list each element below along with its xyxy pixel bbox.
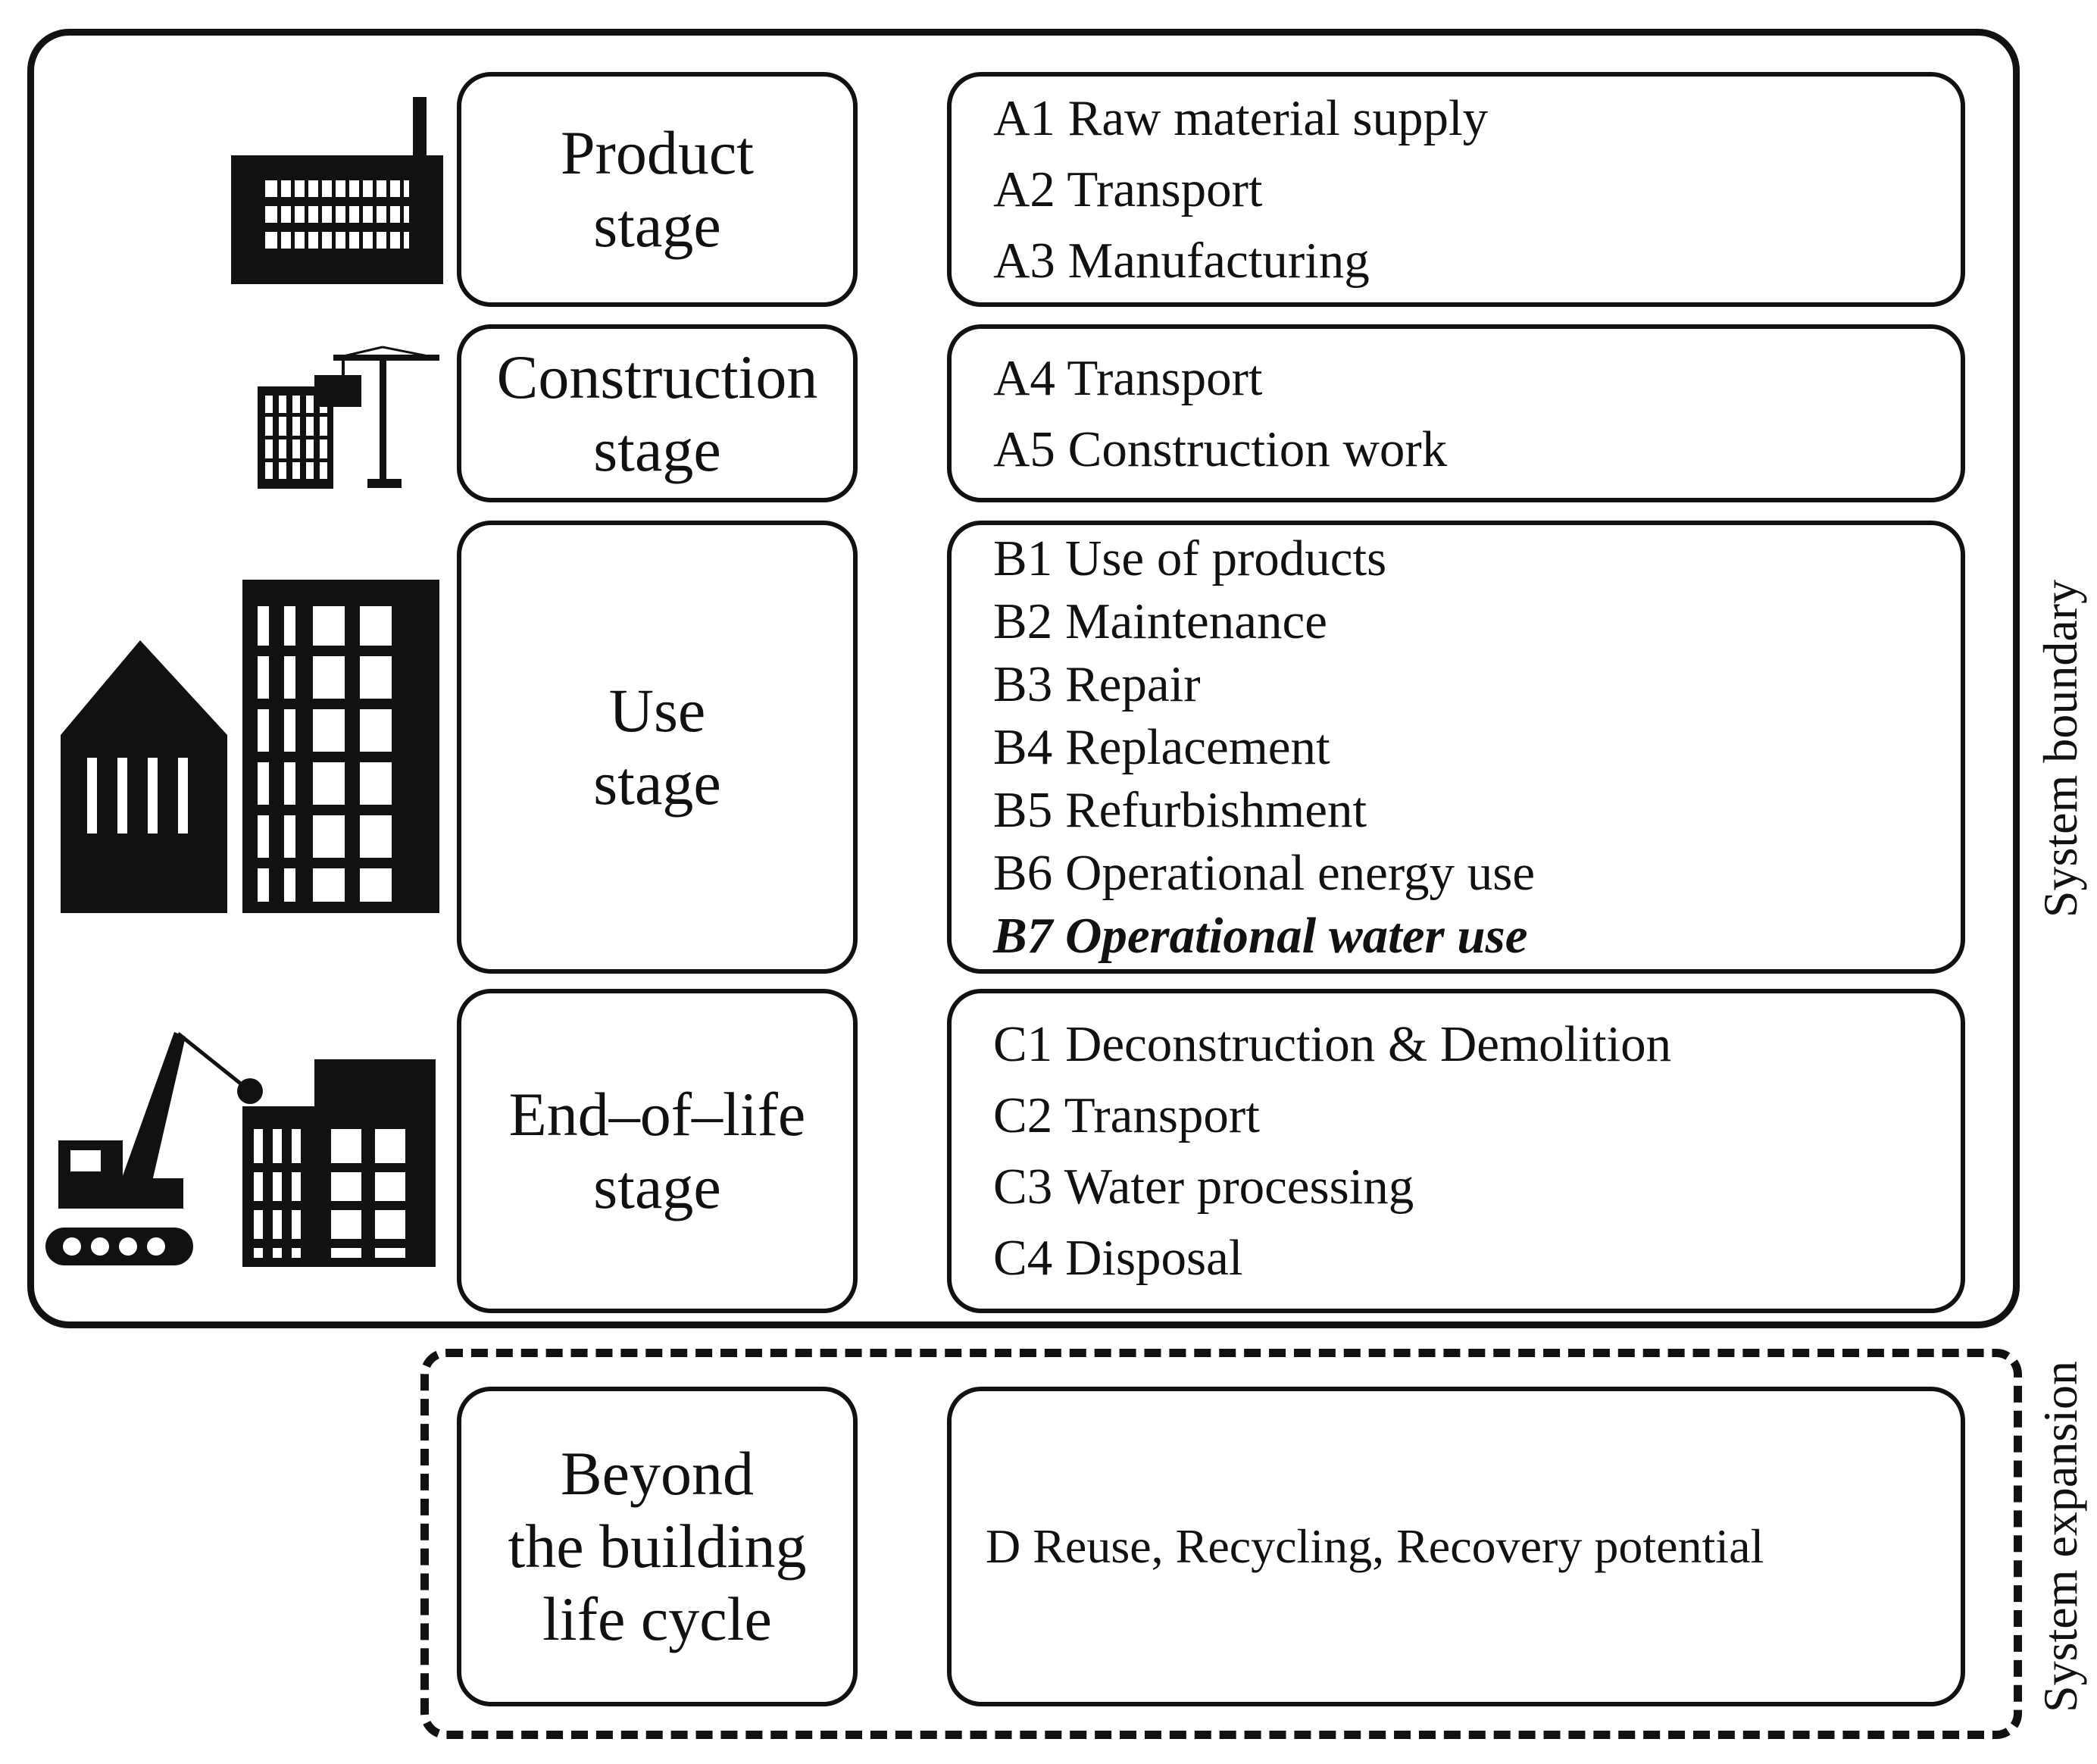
module-item: B5 Refurbishment — [993, 781, 1367, 838]
module-item: C1 Deconstruction & Demolition — [993, 1016, 1672, 1072]
stage-use: Use stage — [457, 521, 858, 974]
module-item: B3 Repair — [993, 655, 1201, 712]
stage-label-line: stage — [593, 749, 721, 818]
construction-crane-icon — [254, 341, 443, 493]
system-expansion-label: System expansion — [2033, 1361, 2087, 1712]
module-item: A2 Transport — [993, 161, 1263, 217]
stage-beyond-life-cycle: Beyond the building life cycle — [457, 1387, 858, 1706]
modules-end-of-life: C1 Deconstruction & Demolition C2 Transp… — [947, 989, 1965, 1313]
stage-label-line: Construction — [496, 342, 818, 411]
stage-end-of-life: End–of–life stage — [457, 989, 858, 1313]
stage-product: Product stage — [457, 72, 858, 307]
module-item: A3 Manufacturing — [993, 233, 1370, 289]
system-boundary-frame — [27, 29, 2020, 1328]
module-item-highlighted: B7 Operational water use — [993, 907, 1528, 964]
module-item: C3 Water processing — [993, 1159, 1414, 1215]
demolition-icon — [42, 1023, 443, 1273]
stage-label-line: Product — [560, 118, 755, 187]
module-item: B4 Replacement — [993, 718, 1330, 775]
stage-label-line: stage — [593, 191, 721, 260]
module-item: D Reuse, Recycling, Recovery potential — [986, 1519, 1764, 1573]
module-item: C2 Transport — [993, 1087, 1260, 1143]
module-item: B1 Use of products — [993, 530, 1387, 586]
module-item: C4 Disposal — [993, 1230, 1243, 1286]
stage-label-line: stage — [593, 414, 721, 484]
stage-label-line: the building — [508, 1512, 807, 1581]
module-item: B6 Operational energy use — [993, 844, 1536, 901]
modules-beyond: D Reuse, Recycling, Recovery potential — [947, 1387, 1965, 1706]
module-item: B2 Maintenance — [993, 593, 1327, 649]
stage-label-line: End–of–life — [508, 1080, 806, 1149]
stage-label-line: life cycle — [542, 1584, 772, 1653]
module-item: A4 Transport — [993, 349, 1263, 406]
modules-product: A1 Raw material supply A2 Transport A3 M… — [947, 72, 1965, 307]
module-item: A1 Raw material supply — [993, 90, 1489, 146]
system-boundary-label: System boundary — [2033, 579, 2087, 918]
module-item: A5 Construction work — [993, 421, 1448, 477]
modules-construction: A4 Transport A5 Construction work — [947, 324, 1965, 502]
stage-label-line: stage — [593, 1153, 721, 1221]
stage-label-line: Beyond — [560, 1439, 755, 1508]
stage-label-line: Use — [608, 676, 706, 745]
modules-use: B1 Use of products B2 Maintenance B3 Rep… — [947, 521, 1965, 974]
factory-icon — [227, 91, 447, 288]
buildings-icon — [57, 576, 443, 917]
stage-construction: Construction stage — [457, 324, 858, 502]
system-expansion-frame — [420, 1349, 2022, 1739]
